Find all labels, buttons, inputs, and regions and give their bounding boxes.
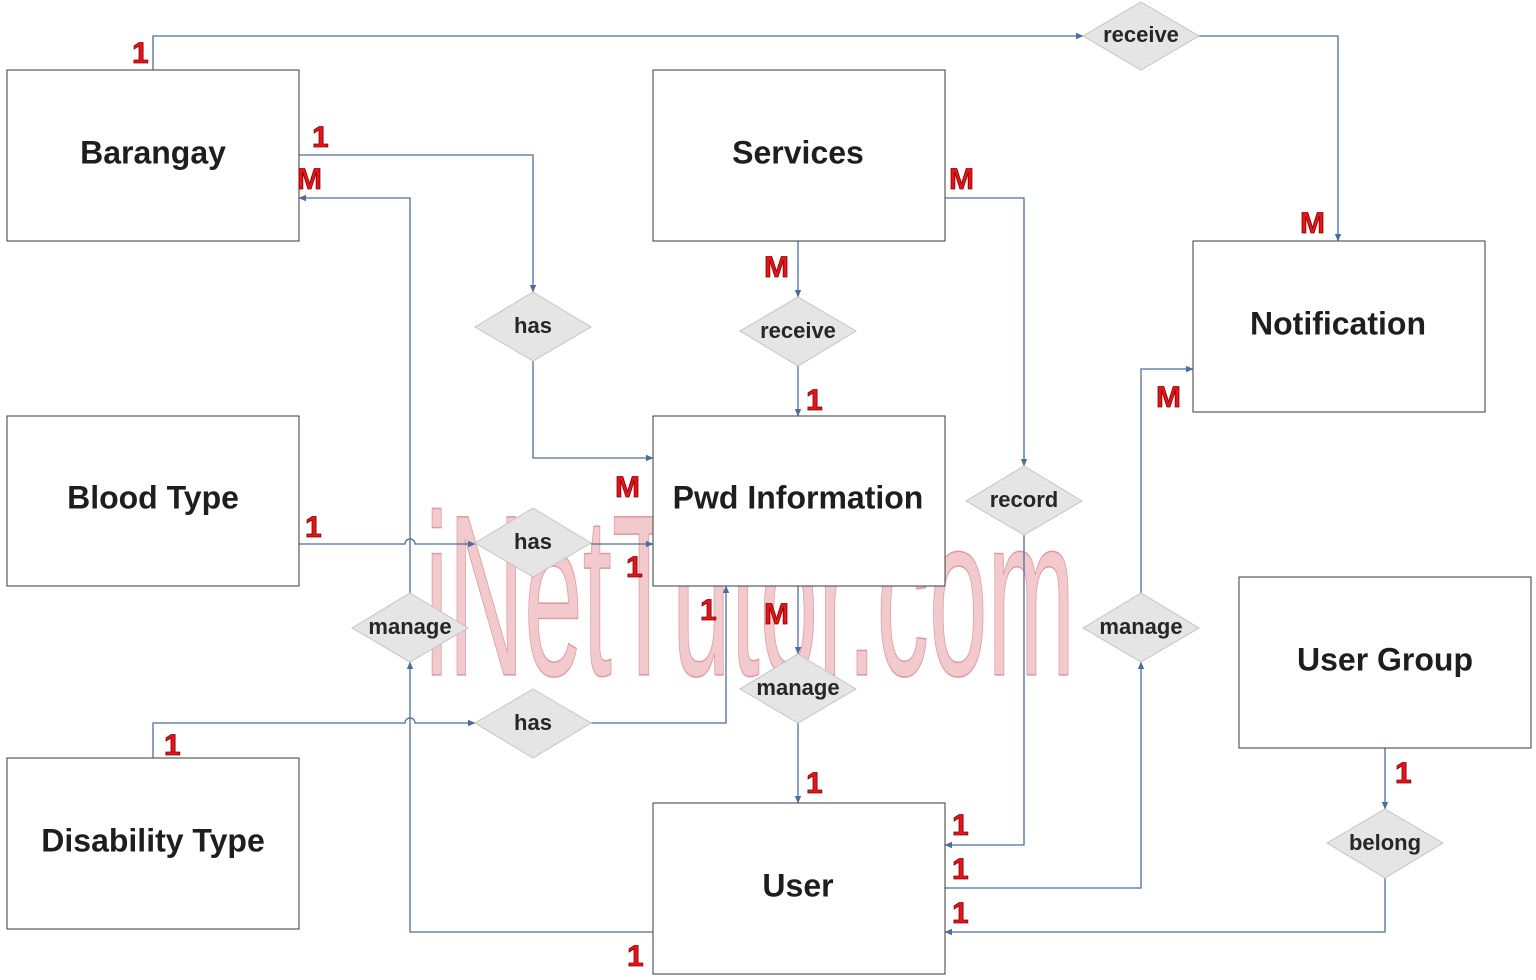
cardinality-disability-has: 1 [164,729,181,762]
connector-has-pwd-disability [591,585,730,724]
entity-user-group-label: User Group [1297,641,1473,677]
connector-has-pwd [532,361,654,462]
cardinality-pwd-has-disability: 1 [700,594,717,627]
relationship-manage-right-label: manage [1099,614,1182,639]
cardinality-notification-manage: M [1156,381,1181,414]
entity-disability-type: Disability Type [6,757,300,930]
relationship-has-blood-label: has [514,529,552,554]
entity-services: Services [652,69,946,242]
relationship-manage-center: manage [739,653,857,724]
cardinality-services-receive: M [764,251,789,284]
relationship-has-disability-label: has [514,710,552,735]
entity-pwd-information-label: Pwd Information [673,479,924,515]
entity-notification-label: Notification [1250,305,1426,341]
cardinality-blood-has: 1 [305,511,322,544]
relationship-has-barangay: has [474,291,592,362]
connector-belong-user [944,878,1386,936]
connector-manage-barangay [298,194,411,593]
cardinality-pwd-has-barangay: M [615,471,640,504]
cardinality-user-manage-left: 1 [627,940,644,973]
relationship-receive-top: receive [1082,1,1200,71]
relationship-has-blood: has [474,507,592,578]
relationships: receive has receive record has manage ma… [351,1,1444,879]
connector-record-user [944,535,1025,849]
cardinality-barangay-receive: 1 [132,37,149,70]
connector-barangay-receive [152,32,1084,70]
connector-barangay-has [299,154,537,293]
entity-barangay: Barangay [6,69,300,242]
connector-user-manage-left [406,661,653,933]
entity-user-group: User Group [1238,576,1532,749]
relationship-manage-left: manage [351,592,469,663]
connector-disability-has [152,717,476,758]
entity-disability-type-label: Disability Type [41,822,264,858]
connectors [152,32,1389,936]
relationship-receive-services-label: receive [760,318,836,343]
cardinality-user-record: 1 [952,809,969,842]
connector-receive-notification [1198,35,1342,242]
cardinalities: 1 M 1 M M 1 M M 1 1 1 M M 1 1 1 1 1 1 1 [132,37,1412,974]
cardinality-notification-receive: M [1300,207,1325,240]
cardinality-barangay-has: 1 [312,121,329,154]
entity-notification: Notification [1192,240,1486,413]
relationship-manage-left-label: manage [368,614,451,639]
relationship-record: record [965,465,1083,536]
relationship-has-barangay-label: has [514,313,552,338]
entity-user: User [652,802,946,975]
connector-user-manage-right [945,661,1145,889]
relationship-belong-label: belong [1349,830,1421,855]
connector-manage-notification [1140,365,1194,593]
cardinality-pwd-manage: M [764,598,789,631]
cardinality-pwd-receive: 1 [806,384,823,417]
cardinality-usergroup-belong: 1 [1395,757,1412,790]
relationship-manage-center-label: manage [756,675,839,700]
entity-blood-type-label: Blood Type [67,479,239,515]
connector-services-record [945,197,1028,467]
cardinality-user-belong: 1 [952,897,969,930]
entity-barangay-label: Barangay [80,134,226,170]
cardinality-services-record: M [949,163,974,196]
entity-pwd-information: Pwd Information [652,415,946,587]
cardinality-barangay-manage: M [297,163,322,196]
cardinality-pwd-has-blood: 1 [626,551,643,584]
entity-blood-type: Blood Type [6,415,300,587]
relationship-receive-top-label: receive [1103,22,1179,47]
entities: Barangay Services Notification Blood Typ… [6,69,1532,975]
cardinality-user-manage-center: 1 [806,767,823,800]
relationship-has-disability: has [474,688,592,759]
relationship-receive-services: receive [739,296,857,367]
relationship-belong: belong [1326,808,1444,879]
entity-services-label: Services [732,134,864,170]
entity-user-label: User [762,867,833,903]
relationship-manage-right: manage [1082,592,1200,663]
cardinality-user-manage-right: 1 [952,853,969,886]
relationship-record-label: record [990,487,1058,512]
